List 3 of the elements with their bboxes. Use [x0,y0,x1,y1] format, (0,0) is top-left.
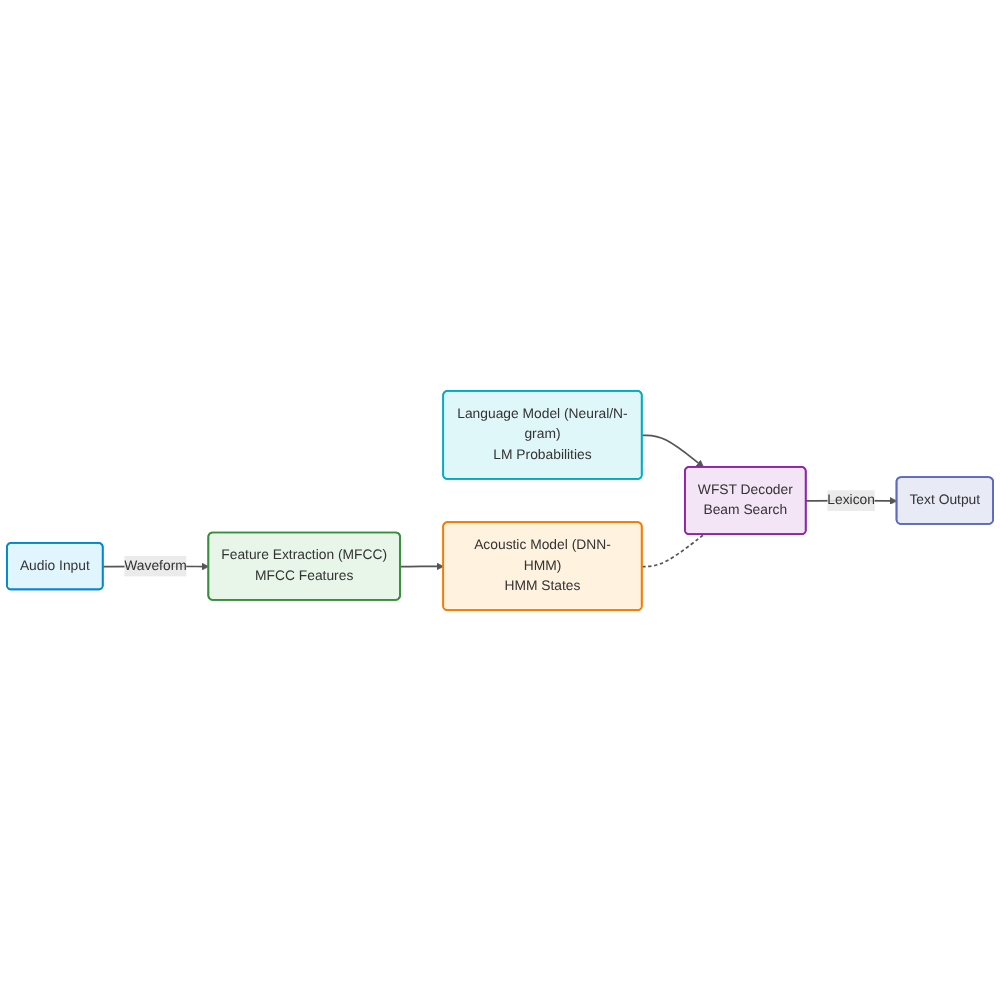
arrow [399,562,444,570]
arrow [641,433,704,468]
connector [641,533,705,567]
